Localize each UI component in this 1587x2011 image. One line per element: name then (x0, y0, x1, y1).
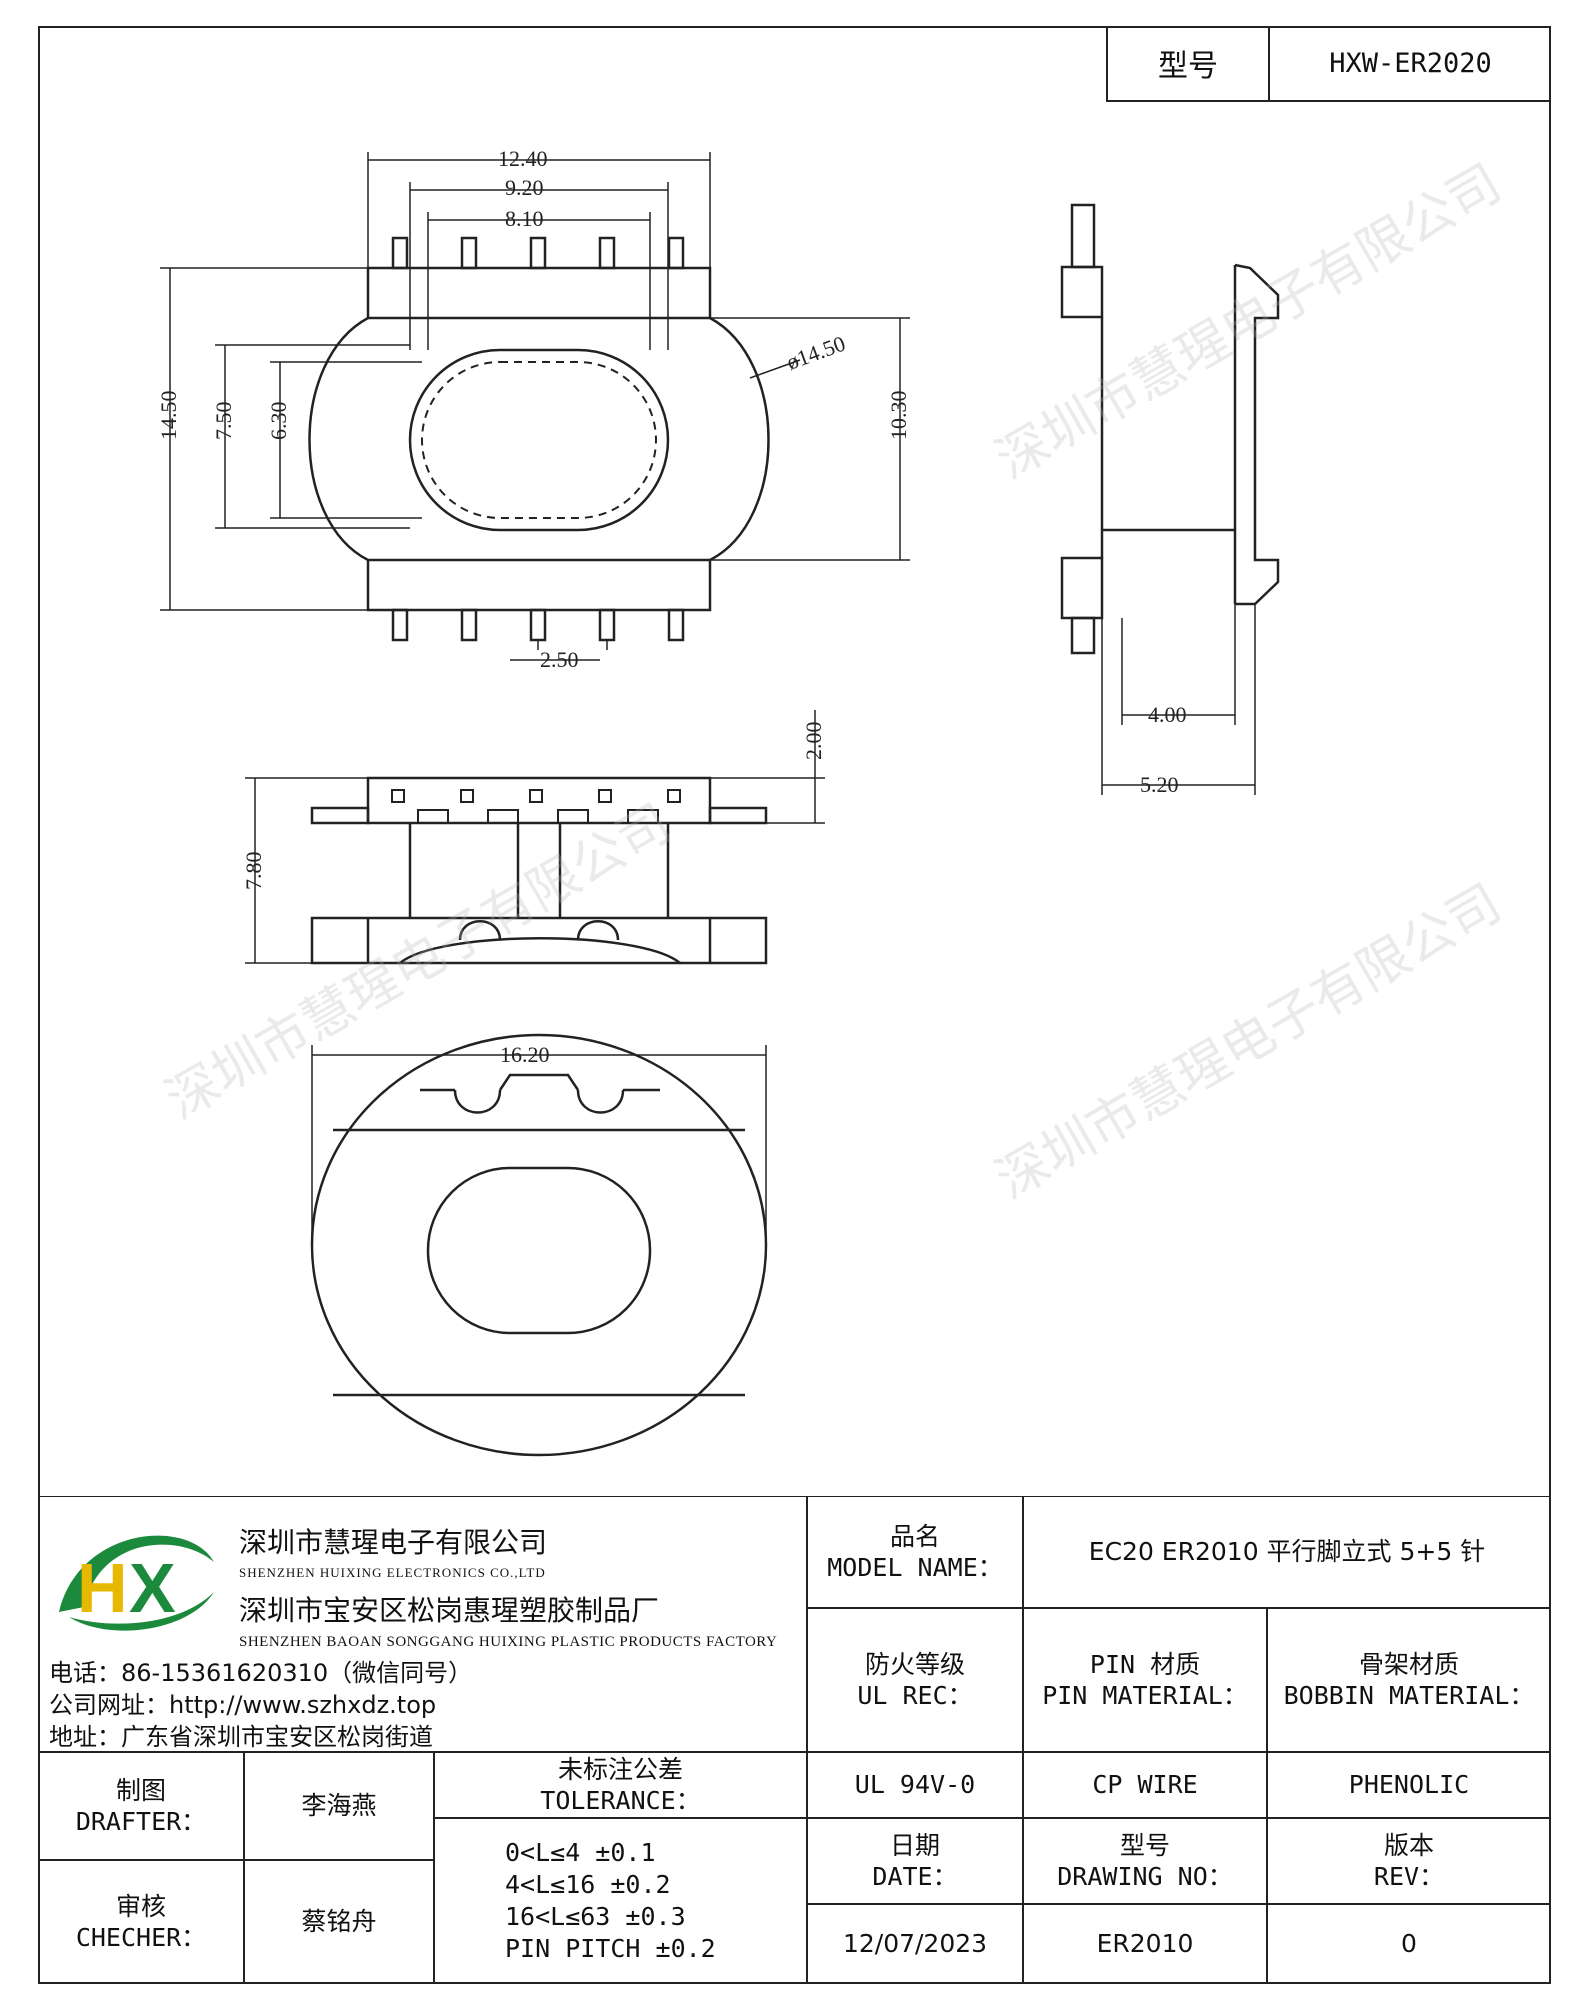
drawing-no-label-en: DRAWING NO： (1057, 1862, 1233, 1891)
svg-text:H: H (77, 1549, 128, 1627)
contact-info: 电话：86-15361620310（微信同号） 公司网址：http://www.… (49, 1657, 472, 1753)
dim-2-50: 2.50 (540, 647, 579, 672)
dim-9-20: 9.20 (505, 175, 544, 200)
drafter-label: 制图 DRAFTER： (38, 1752, 244, 1860)
dim-7-50: 7.50 (211, 402, 236, 441)
ul-label-cn: 防火等级 (864, 1649, 965, 1679)
model-value: HXW-ER2020 (1329, 47, 1492, 79)
top-pins (391, 236, 685, 270)
bottom-view: 16.20 (310, 1033, 768, 1457)
dim-10-30: 10.30 (886, 391, 911, 441)
drawing-no-label-cn: 型号 (1119, 1830, 1170, 1860)
checker-label-cn: 审核 (115, 1891, 166, 1921)
company-info: H X 深圳市慧瑆电子有限公司 SHENZHEN HUIXING ELECTRO… (38, 1496, 807, 1752)
ul-label: 防火等级 UL REC： (807, 1608, 1023, 1752)
dim-2-00: 2.00 (801, 722, 826, 761)
date-label: 日期 DATE： (807, 1818, 1023, 1904)
pin-material-label: PIN 材质 PIN MATERIAL： (1023, 1608, 1267, 1752)
date-label-en: DATE： (872, 1862, 958, 1891)
tolerance-label: 未标注公差 TOLERANCE： (434, 1752, 807, 1818)
rev-label-cn: 版本 (1383, 1830, 1434, 1860)
top-view-dimensions (160, 152, 910, 661)
rev-label-en: REV： (1373, 1862, 1445, 1891)
center-oval-dashed (421, 361, 657, 519)
dim-5-20: 5.20 (1140, 772, 1179, 797)
drafter-label-en: DRAFTER： (75, 1807, 207, 1836)
drafter-label-cn: 制图 (115, 1775, 166, 1805)
tolerance-line: 16<L≤63 ±0.3 (505, 1902, 686, 1931)
dim-4-00: 4.00 (1148, 702, 1187, 727)
dim-14-50: 14.50 (156, 391, 181, 441)
company-name-cn: 深圳市慧瑆电子有限公司 (239, 1526, 548, 1559)
drafter-name: 李海燕 (244, 1752, 434, 1860)
drawing-no-value: ER2010 (1023, 1904, 1267, 1984)
top-view: 12.40 9.20 8.10 14.50 7.50 6.30 10.30 ø1… (156, 146, 911, 672)
date-label-cn: 日期 (889, 1830, 940, 1860)
title-block: H X 深圳市慧瑆电子有限公司 SHENZHEN HUIXING ELECTRO… (38, 1496, 1551, 1984)
front-view: 2.00 7.80 (241, 710, 826, 965)
model-header: 型号 HXW-ER2020 (1106, 26, 1551, 102)
pin-value: CP WIRE (1023, 1752, 1267, 1818)
company-name-en: SHENZHEN HUIXING ELECTRONICS CO.,LTD (239, 1565, 546, 1580)
dim-dia-14-50: ø14.50 (783, 331, 848, 375)
pin-label-cn: PIN 材质 (1089, 1649, 1201, 1679)
dim-7-80: 7.80 (241, 852, 266, 891)
checker-label-en: CHECHER： (75, 1923, 207, 1952)
center-oval (408, 348, 670, 532)
bobbin-material-label: 骨架材质 BOBBIN MATERIAL： (1267, 1608, 1551, 1752)
bobbin-label-en: BOBBIN MATERIAL： (1283, 1681, 1535, 1710)
tolerance-values: 0<L≤4 ±0.1 4<L≤16 ±0.2 16<L≤63 ±0.3 PIN … (434, 1818, 807, 1984)
tolerance-line: 0<L≤4 ±0.1 (505, 1838, 656, 1867)
tolerance-line: 4<L≤16 ±0.2 (505, 1870, 671, 1899)
bobbin-label-cn: 骨架材质 (1358, 1649, 1459, 1679)
model-label: 型号 (1108, 26, 1270, 100)
date-value: 12/07/2023 (807, 1904, 1023, 1984)
tolerance-label-cn: 未标注公差 (557, 1754, 683, 1784)
pin-label-en: PIN MATERIAL： (1042, 1681, 1248, 1710)
dim-12-40: 12.40 (498, 146, 548, 171)
company-logo: H X (59, 1535, 214, 1631)
tolerance-label-en: TOLERANCE： (540, 1786, 701, 1815)
model-name-value: EC20 ER2010 平行脚立式 5+5 针 (1023, 1496, 1551, 1608)
model-name-label-cn: 品名 (889, 1521, 940, 1551)
factory-name-cn: 深圳市宝安区松岗惠瑆塑胶制品厂 (239, 1594, 660, 1627)
top-flange (366, 266, 712, 320)
rev-value: 0 (1267, 1904, 1551, 1984)
ul-label-en: UL REC： (857, 1681, 973, 1710)
rev-label: 版本 REV： (1267, 1818, 1551, 1904)
body-left-arc (308, 316, 369, 562)
dim-8-10: 8.10 (505, 206, 544, 231)
model-name-label: 品名 MODEL NAME： (807, 1496, 1023, 1608)
website-link[interactable]: 公司网址：http://www.szhxdz.top (49, 1691, 437, 1719)
checker-name: 蔡铭舟 (244, 1860, 434, 1984)
drawing-no-label: 型号 DRAWING NO： (1023, 1818, 1267, 1904)
side-view: 4.00 5.20 (1060, 203, 1280, 797)
address: 地址：广东省深圳市宝安区松岗街道 (49, 1723, 433, 1751)
phone: 电话：86-15361620310（微信同号） (49, 1659, 473, 1687)
dim-16-20: 16.20 (500, 1042, 550, 1067)
ul-value: UL 94V-0 (807, 1752, 1023, 1818)
dim-6-30: 6.30 (266, 402, 291, 441)
bottom-flange (366, 558, 712, 612)
bottom-pins (391, 608, 685, 642)
factory-name-en: SHENZHEN BAOAN SONGGANG HUIXING PLASTIC … (239, 1634, 778, 1650)
tolerance-line: PIN PITCH ±0.2 (505, 1934, 716, 1963)
technical-drawing: 12.40 9.20 8.10 14.50 7.50 6.30 10.30 ø1… (156, 146, 1280, 1457)
model-name-label-en: MODEL NAME： (827, 1553, 1003, 1582)
body-right-arc (709, 316, 770, 562)
svg-text:X: X (129, 1549, 176, 1627)
checker-label: 审核 CHECHER： (38, 1860, 244, 1984)
bobbin-value: PHENOLIC (1267, 1752, 1551, 1818)
